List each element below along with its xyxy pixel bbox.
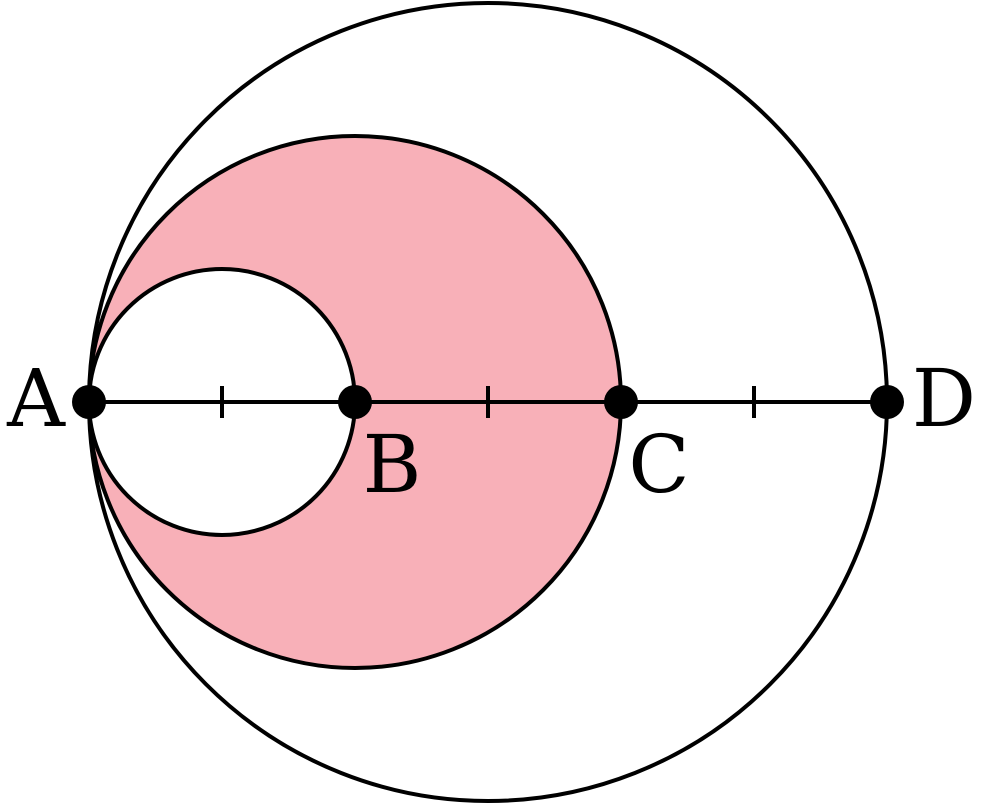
- label-b: B: [363, 418, 422, 511]
- point-d: [870, 385, 904, 419]
- point-c: [604, 385, 638, 419]
- label-d: D: [912, 352, 976, 445]
- label-c: C: [628, 418, 689, 511]
- point-b: [338, 385, 372, 419]
- point-a: [72, 385, 106, 419]
- label-a: A: [6, 352, 66, 445]
